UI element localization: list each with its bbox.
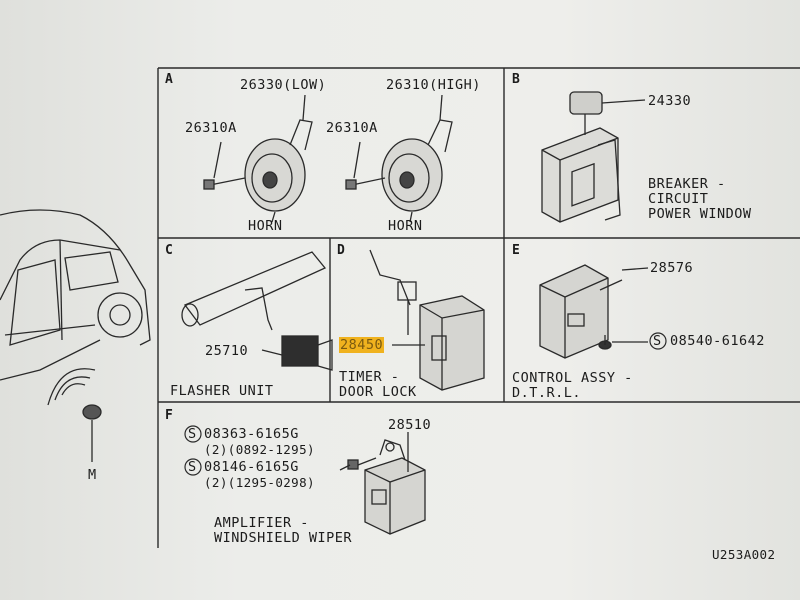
timer-name-line2: DOOR LOCK	[339, 384, 417, 400]
horn-low-label: HORN	[248, 218, 283, 234]
panel-a-letter: A	[165, 72, 173, 87]
diagram-code: U253A002	[712, 547, 776, 562]
breaker-name-line1: BREAKER -	[648, 176, 726, 192]
timer-drawing	[369, 249, 485, 391]
amplifier-part-number: 28510	[388, 417, 432, 433]
flasher-name: FLASHER UNIT	[170, 383, 274, 399]
panel-b-letter: B	[512, 72, 520, 87]
breaker-part-number: 24330	[648, 93, 692, 109]
horn-low-drawing	[203, 94, 313, 223]
flasher-part-number: 25710	[205, 343, 249, 359]
screw-2-symbol: S	[188, 459, 197, 475]
amplifier-name-line2: WINDSHIELD WIPER	[214, 530, 353, 546]
horn-high-part-number: 26310(HIGH)	[386, 77, 481, 93]
screw-1-symbol: S	[188, 426, 197, 442]
breaker-drawing	[541, 91, 646, 223]
screw-symbol-f2	[184, 458, 202, 476]
horn-high-label: HORN	[388, 218, 423, 234]
timer-name-line1: TIMER -	[339, 369, 400, 385]
panel-f-letter: F	[165, 408, 173, 423]
breaker-name-line2: CIRCUIT	[648, 191, 709, 207]
timer-part-number-highlight: 28450	[339, 337, 385, 353]
horn-low-part-number: 26330(LOW)	[240, 77, 327, 93]
horn-high-drawing	[345, 94, 453, 223]
panel-c-letter: C	[165, 243, 173, 258]
timer-part-number: 28450	[339, 337, 385, 353]
horn-low-bolt-number: 26310A	[185, 120, 237, 136]
amplifier-drawing	[339, 432, 426, 535]
screw-2-qty: (2)(1295-0298)	[204, 475, 315, 490]
screw-2-number: 08146-6165G	[204, 459, 299, 475]
car-sensor	[47, 368, 102, 462]
breaker-name-line3: POWER WINDOW	[648, 206, 752, 222]
control-assy-name-line1: CONTROL ASSY -	[512, 370, 633, 386]
screw-1-number: 08363-6165G	[204, 426, 299, 442]
horn-high-bolt-number: 26310A	[326, 120, 378, 136]
control-assy-screw-symbol: S	[653, 333, 662, 349]
screw-symbol-f1	[184, 425, 202, 443]
car-location-label: M	[88, 467, 97, 483]
control-assy-drawing	[539, 264, 649, 359]
car-outline	[0, 209, 151, 381]
panel-e-letter: E	[512, 243, 520, 258]
control-assy-name-line2: D.T.R.L.	[512, 385, 582, 401]
screw-symbol-e	[649, 332, 667, 350]
control-assy-screw-number: 08540-61642	[670, 333, 765, 349]
screw-1-qty: (2)(0892-1295)	[204, 442, 315, 457]
control-assy-part-number: 28576	[650, 260, 694, 276]
flasher-drawing	[181, 251, 333, 371]
panel-d-letter: D	[337, 243, 345, 258]
amplifier-name-line1: AMPLIFIER -	[214, 515, 309, 531]
